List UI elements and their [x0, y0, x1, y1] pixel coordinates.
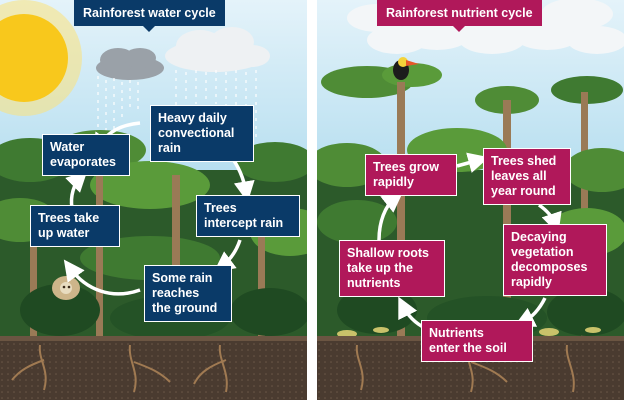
- step-trees-shed-leaves: Trees shed leaves all year round: [483, 148, 571, 205]
- soil-layer: [0, 336, 307, 400]
- water-cycle-title: Rainforest water cycle: [74, 0, 225, 32]
- step-trees-take-up-water: Trees take up water: [30, 205, 120, 247]
- rain-cloud-icon: [96, 27, 270, 80]
- step-trees-intercept-rain: Trees intercept rain: [196, 195, 300, 237]
- step-shallow-roots: Shallow roots take up the nutrients: [339, 240, 445, 297]
- sun-icon: [0, 0, 82, 116]
- step-decaying-vegetation: Decaying vegetation decomposes rapidly: [503, 224, 607, 296]
- panel-divider: [307, 0, 317, 400]
- step-water-evaporates: Water evaporates: [42, 134, 130, 176]
- sloth-icon: [52, 276, 80, 300]
- step-heavy-daily-rain: Heavy daily convectional rain: [150, 105, 254, 162]
- nutrient-cycle-title: Rainforest nutrient cycle: [377, 0, 542, 32]
- toucan-icon: [393, 57, 419, 80]
- nutrient-cycle-panel: Rainforest nutrient cycle Trees grow rap…: [317, 0, 624, 400]
- step-rain-reaches-ground: Some rain reaches the ground: [144, 265, 232, 322]
- step-trees-grow-rapidly: Trees grow rapidly: [365, 154, 457, 196]
- water-cycle-panel: Rainforest water cycle Heavy daily conve…: [0, 0, 307, 400]
- step-nutrients-enter-soil: Nutrients enter the soil: [421, 320, 533, 362]
